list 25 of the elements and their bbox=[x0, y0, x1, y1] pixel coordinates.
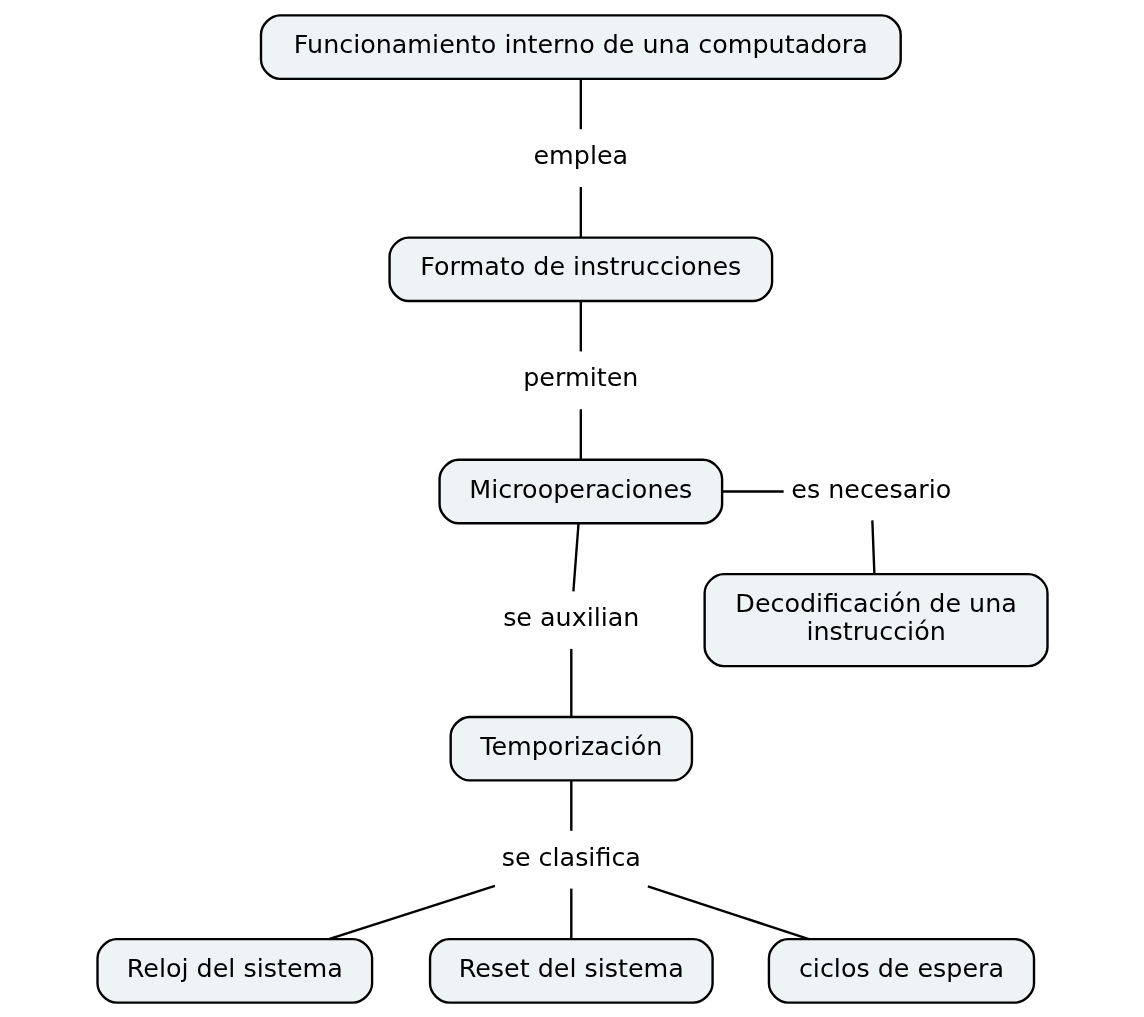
connector bbox=[870, 519, 876, 574]
node-text: se clasifica bbox=[501, 841, 641, 872]
connector bbox=[647, 884, 809, 940]
node-text: se auxilian bbox=[502, 601, 639, 632]
node-text: permiten bbox=[522, 361, 638, 392]
node-box: Funcionamiento interno de una computadora bbox=[259, 13, 902, 80]
node-box: Decodificación de una instrucción bbox=[702, 572, 1049, 667]
node-box: Formato de instrucciones bbox=[387, 235, 773, 302]
connector bbox=[722, 489, 784, 493]
node-box: Reset del sistema bbox=[428, 937, 714, 1004]
node-box: ciclos de espera bbox=[767, 937, 1035, 1004]
connector bbox=[328, 884, 495, 940]
node-box: Reloj del sistema bbox=[95, 937, 373, 1004]
node-text: emplea bbox=[533, 139, 628, 170]
connector bbox=[569, 648, 572, 717]
node-box: Microoperaciones bbox=[437, 458, 723, 524]
node-box: Temporización bbox=[449, 715, 693, 782]
connector bbox=[579, 78, 582, 129]
connector bbox=[579, 301, 582, 351]
connector bbox=[569, 888, 572, 939]
connector bbox=[569, 780, 572, 831]
connector bbox=[571, 522, 580, 592]
connector bbox=[579, 186, 582, 237]
connector bbox=[579, 408, 582, 459]
node-text: es necesario bbox=[790, 473, 951, 504]
